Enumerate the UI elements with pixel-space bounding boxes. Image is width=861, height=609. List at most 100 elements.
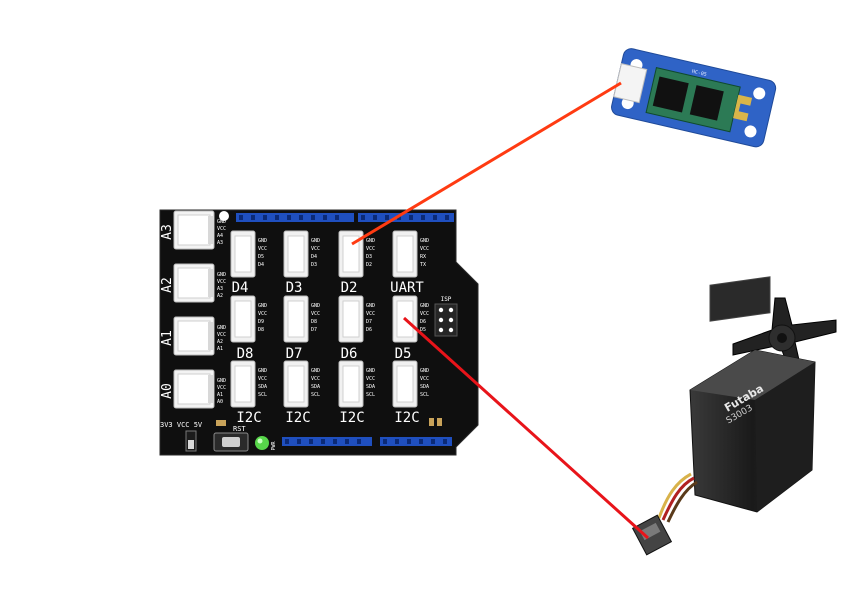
svg-text:VCC: VCC (217, 226, 226, 232)
svg-text:SCL: SCL (311, 392, 320, 398)
svg-text:A2: A2 (217, 339, 223, 345)
grove-port-d7: D7 (283, 295, 309, 362)
bluetooth-grove-connector (613, 63, 648, 104)
svg-text:GND: GND (217, 219, 226, 225)
servo-wire (402, 316, 650, 540)
grove-port-i2c-3: I2C (338, 360, 365, 426)
svg-text:D3: D3 (311, 262, 317, 268)
svg-text:D8: D8 (311, 319, 317, 325)
grove-port-d3: D3 (283, 230, 309, 296)
grove-row-2: D8 D7 D6 D5 (230, 295, 418, 362)
svg-text:GND: GND (420, 303, 429, 309)
svg-text:VCC: VCC (258, 246, 267, 252)
top-header (236, 213, 454, 222)
svg-text:D3: D3 (366, 254, 372, 260)
svg-text:D6: D6 (420, 319, 426, 325)
port-label-d6: D6 (341, 346, 358, 362)
grove-port-d8: D8 (230, 295, 256, 362)
voltage-selector-switch[interactable]: 3V3 VCC 5V (160, 421, 203, 452)
svg-text:VCC: VCC (366, 376, 375, 382)
bluetooth-module: HC-05 (611, 48, 777, 148)
reset-label: RST (233, 425, 246, 433)
svg-text:D9: D9 (258, 319, 264, 325)
svg-text:D4: D4 (311, 254, 317, 260)
port-label-i2c-2: I2C (285, 410, 310, 426)
port-label-a1: A1 (160, 330, 175, 346)
svg-text:VCC: VCC (217, 279, 226, 285)
bluetooth-wire (351, 81, 622, 246)
svg-text:VCC: VCC (258, 376, 267, 382)
svg-text:GND: GND (366, 368, 375, 374)
svg-text:VCC: VCC (420, 246, 429, 252)
grove-port-i2c-4: I2C (392, 360, 420, 426)
port-label-d4: D4 (232, 280, 249, 296)
svg-text:VCC: VCC (258, 311, 267, 317)
power-led: PWR (255, 436, 277, 451)
svg-text:A1: A1 (217, 392, 223, 398)
svg-text:GND: GND (258, 368, 267, 374)
svg-text:D4: D4 (258, 262, 264, 268)
grove-row-3: I2C I2C I2C I2C (230, 360, 420, 426)
analog-ports: A3 A2 A1 A0 (160, 210, 215, 409)
svg-text:GND: GND (217, 378, 226, 384)
svg-text:VCC: VCC (217, 385, 226, 391)
svg-text:GND: GND (420, 238, 429, 244)
svg-text:D7: D7 (311, 327, 317, 333)
grove-port-uart: UART (390, 230, 424, 296)
svg-text:TX: TX (420, 262, 426, 268)
svg-text:SDA: SDA (366, 384, 375, 390)
svg-text:A0: A0 (217, 399, 223, 405)
svg-text:D5: D5 (258, 254, 264, 260)
grove-port-d6: D6 (338, 295, 364, 362)
port-label-a0: A0 (160, 383, 175, 399)
svg-text:A3: A3 (217, 286, 223, 292)
svg-text:D7: D7 (366, 319, 372, 325)
voltage-switch-label: 3V3 VCC 5V (160, 421, 203, 429)
analog-port-a1: A1 (160, 316, 215, 356)
power-led-label: PWR (271, 440, 277, 450)
reset-button[interactable]: RST (213, 420, 249, 452)
mounting-hole (219, 211, 229, 221)
analog-port-a0: A0 (160, 369, 215, 409)
svg-text:VCC: VCC (366, 246, 375, 252)
isp-label: ISP (441, 296, 452, 303)
svg-text:GND: GND (258, 238, 267, 244)
svg-text:A2: A2 (217, 293, 223, 299)
svg-text:SDA: SDA (420, 384, 429, 390)
port-label-d2: D2 (341, 280, 358, 296)
svg-text:D5: D5 (420, 327, 426, 333)
svg-text:VCC: VCC (311, 376, 320, 382)
analog-port-a2: A2 (160, 263, 215, 303)
svg-text:D8: D8 (258, 327, 264, 333)
svg-text:A4: A4 (217, 233, 223, 239)
port-label-a3: A3 (160, 224, 175, 240)
svg-text:GND: GND (366, 238, 375, 244)
svg-text:GND: GND (217, 325, 226, 331)
svg-text:GND: GND (311, 238, 320, 244)
svg-text:GND: GND (311, 303, 320, 309)
bottom-header (282, 437, 452, 446)
svg-text:GND: GND (420, 368, 429, 374)
grove-port-i2c-2: I2C (283, 360, 311, 426)
bluetooth-chip-text: HC-05 (691, 69, 707, 78)
svg-text:VCC: VCC (420, 311, 429, 317)
analog-port-a3: A3 (160, 210, 215, 250)
svg-text:SDA: SDA (311, 384, 320, 390)
svg-text:GND: GND (366, 303, 375, 309)
svg-text:RX: RX (420, 254, 426, 260)
grove-port-i2c-1: I2C (230, 360, 262, 426)
svg-text:SCL: SCL (366, 392, 375, 398)
isp-header: ISP (434, 296, 458, 337)
svg-text:VCC: VCC (311, 311, 320, 317)
svg-text:A1: A1 (217, 346, 223, 352)
port-label-d5: D5 (395, 346, 412, 362)
svg-text:VCC: VCC (311, 246, 320, 252)
port-label-i2c-1: I2C (236, 410, 261, 426)
svg-text:SDA: SDA (258, 384, 267, 390)
svg-text:GND: GND (258, 303, 267, 309)
svg-text:GND: GND (217, 272, 226, 278)
